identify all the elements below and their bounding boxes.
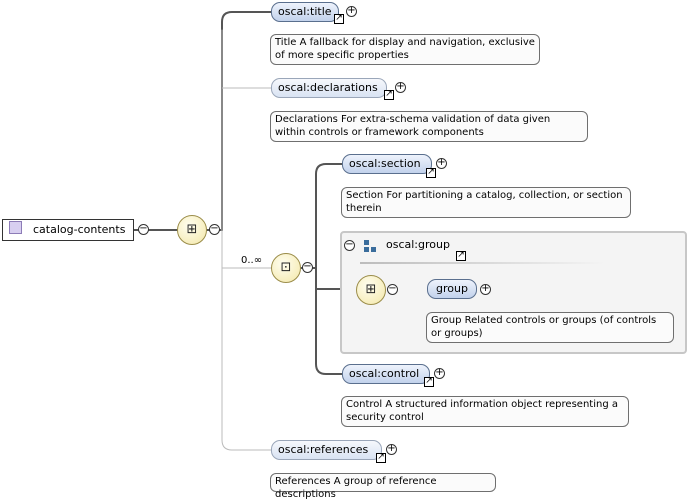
- reference-link-icon[interactable]: ↗: [376, 452, 386, 463]
- expand-references-button[interactable]: +: [386, 443, 397, 455]
- cardinality-label: 0..∞: [241, 255, 263, 266]
- sequence-compositor-icon[interactable]: ⊞: [177, 215, 207, 245]
- reference-link-icon[interactable]: ↗: [424, 376, 434, 387]
- collapse-group-model-button[interactable]: −: [344, 239, 355, 251]
- collapse-choice-button[interactable]: −: [302, 261, 313, 273]
- element-oscal-declarations[interactable]: oscal:declarations: [271, 78, 387, 98]
- expand-control-button[interactable]: +: [434, 367, 445, 379]
- declarations-description: Declarations For extra-schema validation…: [270, 111, 588, 142]
- group-model-title: oscal:group: [386, 238, 450, 251]
- complex-type-icon: [9, 221, 22, 234]
- element-oscal-title[interactable]: oscal:title: [271, 2, 339, 22]
- group-description: Group Related controls or groups (of con…: [426, 312, 674, 343]
- references-description: References A group of reference descript…: [270, 473, 496, 500]
- reference-link-icon[interactable]: ↗: [334, 13, 344, 24]
- expand-title-button[interactable]: +: [346, 5, 357, 17]
- title-description: Title A fallback for display and navigat…: [270, 34, 540, 65]
- collapse-inner-sequence-button[interactable]: −: [387, 283, 398, 295]
- section-description: Section For partitioning a catalog, coll…: [341, 187, 631, 218]
- sequence-compositor-icon[interactable]: ⊞: [356, 275, 386, 305]
- choice-compositor-icon[interactable]: ⊡: [271, 253, 301, 283]
- reference-link-icon[interactable]: ↗: [426, 167, 436, 178]
- element-oscal-control[interactable]: oscal:control: [342, 364, 430, 384]
- control-description: Control A structured information object …: [341, 396, 629, 427]
- divider: [360, 262, 605, 264]
- expand-section-button[interactable]: +: [436, 157, 447, 169]
- expand-declarations-button[interactable]: +: [395, 81, 406, 93]
- element-oscal-references[interactable]: oscal:references: [271, 440, 382, 460]
- group-model-icon: [364, 240, 376, 252]
- element-oscal-section[interactable]: oscal:section: [342, 154, 432, 174]
- element-group[interactable]: group: [427, 279, 477, 299]
- reference-link-icon[interactable]: ↗: [384, 89, 394, 100]
- root-label: catalog-contents: [33, 223, 126, 236]
- collapse-sequence-button[interactable]: −: [209, 223, 220, 235]
- collapse-root-button[interactable]: −: [138, 223, 149, 235]
- expand-group-button[interactable]: +: [480, 283, 491, 295]
- root-element-catalog-contents[interactable]: catalog-contents: [2, 219, 134, 241]
- reference-link-icon[interactable]: ↗: [456, 250, 466, 261]
